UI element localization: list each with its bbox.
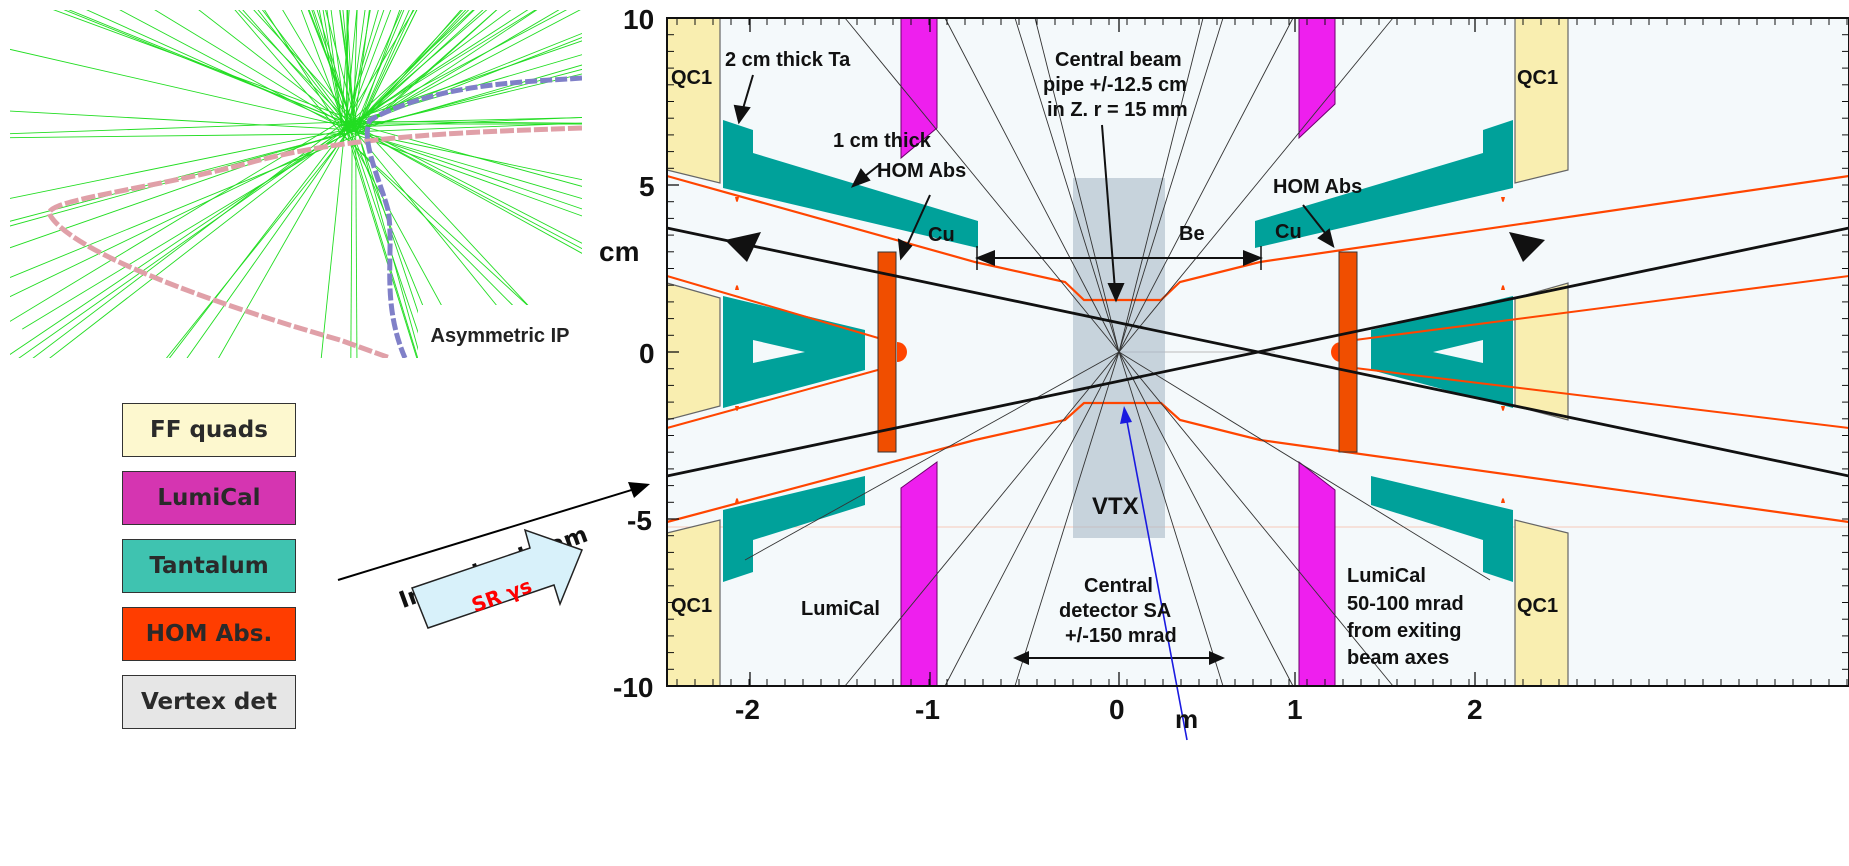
qc1-quad-mid-right	[1515, 283, 1568, 420]
be-label: Be	[1179, 222, 1205, 247]
y-tick-label: 10	[623, 4, 654, 36]
lumical-label-right-4: beam axes	[1347, 646, 1449, 671]
qc1-label-bottom-right: QC1	[1517, 594, 1558, 619]
particle-track	[281, 10, 347, 132]
qc1-label-bottom-left: QC1	[671, 594, 712, 619]
particle-track	[85, 10, 343, 132]
ta-thickness-label: 2 cm thick Ta	[725, 48, 850, 73]
thickness-1cm-label: 1 cm thick	[833, 129, 931, 154]
legend-lumical: LumiCal	[122, 471, 296, 525]
legend-vertex-det: Vertex det	[122, 675, 296, 729]
x-tick-label: -2	[735, 694, 760, 726]
hom-abs-label-left: HOM Abs	[877, 159, 966, 184]
vertex-detector	[1073, 178, 1165, 538]
y-tick-label: 5	[639, 171, 655, 203]
particle-track	[99, 124, 352, 358]
particle-track	[184, 10, 352, 122]
cu-label-right: Cu	[1275, 220, 1302, 245]
particle-track	[345, 129, 582, 279]
legend-hom-abs: HOM Abs.	[122, 607, 296, 661]
y-tick-label: -5	[627, 505, 652, 537]
central-det-label-3: +/-150 mrad	[1065, 624, 1177, 649]
particle-track	[10, 10, 347, 126]
lumical-label-left: LumiCal	[801, 597, 880, 622]
sr-photon-arrow	[412, 530, 582, 628]
legend-label: Vertex det	[141, 689, 277, 715]
particle-track	[10, 10, 341, 134]
central-pipe-label-3: in Z. r = 15 mm	[1047, 98, 1188, 123]
particle-track	[111, 10, 350, 129]
particle-track	[113, 133, 347, 358]
particle-track	[350, 130, 352, 358]
x-axis-unit: m	[1175, 704, 1198, 735]
hom-abs-label-right: HOM Abs	[1273, 175, 1362, 200]
particle-track	[10, 108, 345, 129]
y-axis-unit: cm	[599, 236, 639, 268]
particle-track	[357, 10, 582, 134]
cu-label-left: Cu	[928, 223, 955, 248]
vtx-label: VTX	[1092, 494, 1139, 519]
particle-track	[355, 10, 582, 135]
lumical-label-right-3: from exiting	[1347, 619, 1461, 644]
central-pipe-label-1: Central beam	[1055, 48, 1182, 73]
qc1-label-top-left: QC1	[671, 66, 712, 91]
central-det-label-1: Central	[1084, 574, 1153, 599]
particle-track	[10, 10, 352, 133]
central-det-label-2: detector SA	[1059, 599, 1171, 624]
x-tick-label: -1	[915, 694, 940, 726]
particle-track	[10, 127, 348, 358]
particle-track	[77, 128, 350, 358]
legend-label: FF quads	[150, 417, 268, 443]
interaction-region-diagram: 10 5 0 -5 -10 cm -2 -1 0 1 2 m QC1 QC1 Q…	[595, 0, 1849, 866]
particle-track	[345, 121, 582, 232]
legend-label: HOM Abs.	[146, 621, 272, 647]
hom-absorber-left	[878, 252, 896, 452]
qc1-label-top-right: QC1	[1517, 66, 1558, 91]
particle-track	[10, 21, 357, 129]
particle-track	[126, 10, 344, 124]
particle-track	[10, 124, 342, 358]
central-pipe-label-2: pipe +/-12.5 cm	[1043, 73, 1187, 98]
particle-track	[15, 10, 350, 131]
particle-track	[10, 134, 343, 138]
particle-track	[10, 10, 353, 130]
event-display-inset: Asymmetric IP	[10, 10, 582, 358]
inset-label: Asymmetric IP	[418, 305, 582, 358]
particle-track	[10, 10, 349, 124]
x-tick-label: 0	[1109, 694, 1125, 726]
y-tick-label: -10	[613, 672, 653, 704]
particle-track	[359, 10, 582, 134]
particle-track	[68, 130, 344, 358]
x-tick-label: 1	[1287, 694, 1303, 726]
qc1-quad-top-right	[1515, 18, 1568, 183]
legend-ff-quads: FF quads	[122, 403, 296, 457]
particle-track	[10, 128, 353, 259]
x-tick-label: 2	[1467, 694, 1483, 726]
lumical-bottom-left	[901, 462, 937, 686]
hom-absorber-right	[1339, 252, 1357, 452]
ir-layout	[595, 0, 1849, 861]
legend-label: Tantalum	[149, 553, 268, 579]
lumical-label-right-2: 50-100 mrad	[1347, 592, 1464, 617]
particle-track	[10, 122, 342, 135]
qc1-quad-top-left	[667, 18, 720, 183]
lumical-label-right-1: LumiCal	[1347, 564, 1426, 589]
lumical-bottom-right	[1299, 462, 1335, 686]
y-tick-label: 0	[639, 338, 655, 370]
legend-label: LumiCal	[157, 485, 260, 511]
legend-tantalum: Tantalum	[122, 539, 296, 593]
particle-track	[10, 10, 359, 122]
particle-track	[355, 132, 582, 215]
